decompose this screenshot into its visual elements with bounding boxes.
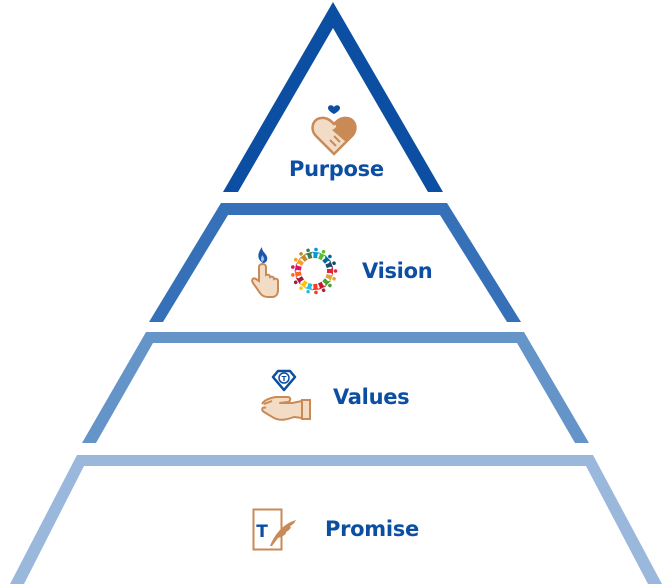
svg-text:T: T	[282, 375, 287, 383]
svg-text:T: T	[256, 522, 268, 542]
person-figure	[322, 278, 332, 288]
diamond-icon: T	[271, 369, 297, 392]
level-label-purpose: Purpose	[289, 157, 384, 181]
person-figure	[293, 257, 305, 266]
person-figure	[325, 260, 336, 269]
person-figure	[293, 276, 305, 285]
person-figure	[325, 273, 336, 282]
person-figure	[318, 249, 327, 261]
person-figure	[299, 280, 308, 290]
pyramid-level-promise-frame	[10, 455, 662, 584]
person-figure	[318, 281, 327, 293]
person-figure	[299, 252, 308, 262]
person-figure	[311, 247, 320, 259]
person-figure	[311, 283, 320, 295]
hand-diamond-icon: T	[261, 369, 311, 421]
heart-handshake-icon	[311, 105, 357, 156]
people-circle-icon	[291, 247, 338, 295]
person-figure	[291, 263, 302, 272]
pyramid-level-purpose-frame	[223, 2, 443, 192]
document-quill-icon: T	[252, 508, 296, 551]
person-figure	[291, 270, 302, 279]
level-label-promise: Promise	[325, 517, 419, 541]
person-figure	[327, 267, 338, 275]
person-figure	[304, 248, 313, 260]
level-label-vision: Vision	[362, 259, 433, 283]
person-figure	[304, 282, 313, 294]
person-figure	[322, 254, 332, 264]
pointing-hand-flame-icon	[251, 247, 279, 298]
level-label-values: Values	[333, 385, 410, 409]
